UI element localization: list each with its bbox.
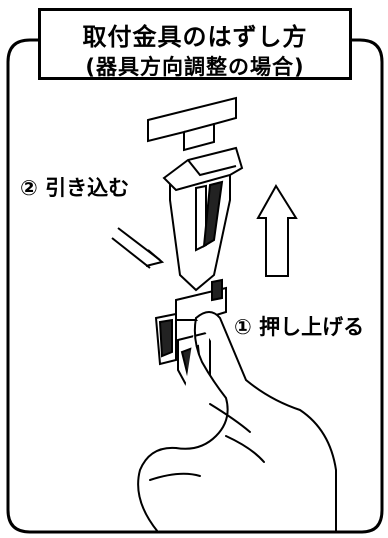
mounting-bracket-body xyxy=(162,146,244,292)
step-number: ② xyxy=(20,176,38,200)
outer-frame xyxy=(6,38,384,534)
step-pull-in: ② 引き込む xyxy=(20,172,129,202)
up-arrow-icon xyxy=(256,184,298,277)
subtitle: (器具方向調整の場合) xyxy=(85,55,305,79)
title-box: 取付金具のはずし方 (器具方向調整の場合) xyxy=(38,8,352,80)
hand xyxy=(137,311,337,533)
step-text: 引き込む xyxy=(45,176,130,200)
swipe-arrow-icon xyxy=(111,227,165,269)
title: 取付金具のはずし方 xyxy=(82,23,308,51)
mounting-bracket-top xyxy=(147,96,237,152)
step-text: 押し上げる xyxy=(259,315,365,339)
step-number: ① xyxy=(234,315,252,339)
step-push-up: ① 押し上げる xyxy=(234,311,364,341)
